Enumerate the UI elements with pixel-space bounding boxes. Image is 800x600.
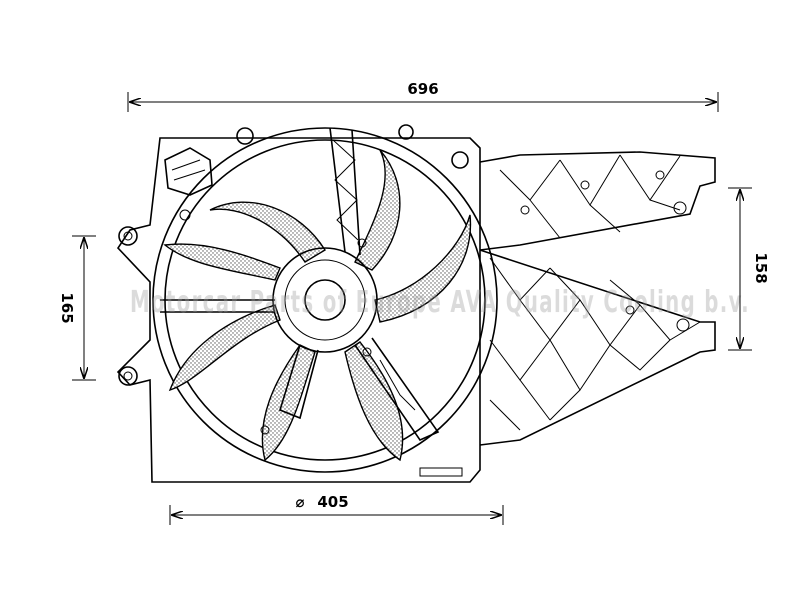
dimension-label-left-height: 165 — [58, 292, 76, 323]
dimension-left-height: 165 — [58, 235, 96, 381]
dimension-overall-width: 696 — [127, 80, 719, 112]
dimension-label-right-height: 158 — [752, 252, 770, 283]
fan-rotor — [152, 127, 498, 473]
diameter-symbol-icon: ⌀ — [295, 493, 304, 511]
dimension-fan-diameter: ⌀ 405 — [169, 493, 504, 525]
dimension-label-overall-width: 696 — [407, 80, 438, 98]
dimension-label-fan-diameter: 405 — [317, 493, 348, 511]
fan-frame — [116, 124, 481, 483]
watermark-text: Motorcar Parts of Europe AVA Quality Coo… — [130, 285, 750, 320]
dimension-right-height: 158 — [728, 187, 770, 351]
shroud-bracket — [479, 151, 716, 446]
